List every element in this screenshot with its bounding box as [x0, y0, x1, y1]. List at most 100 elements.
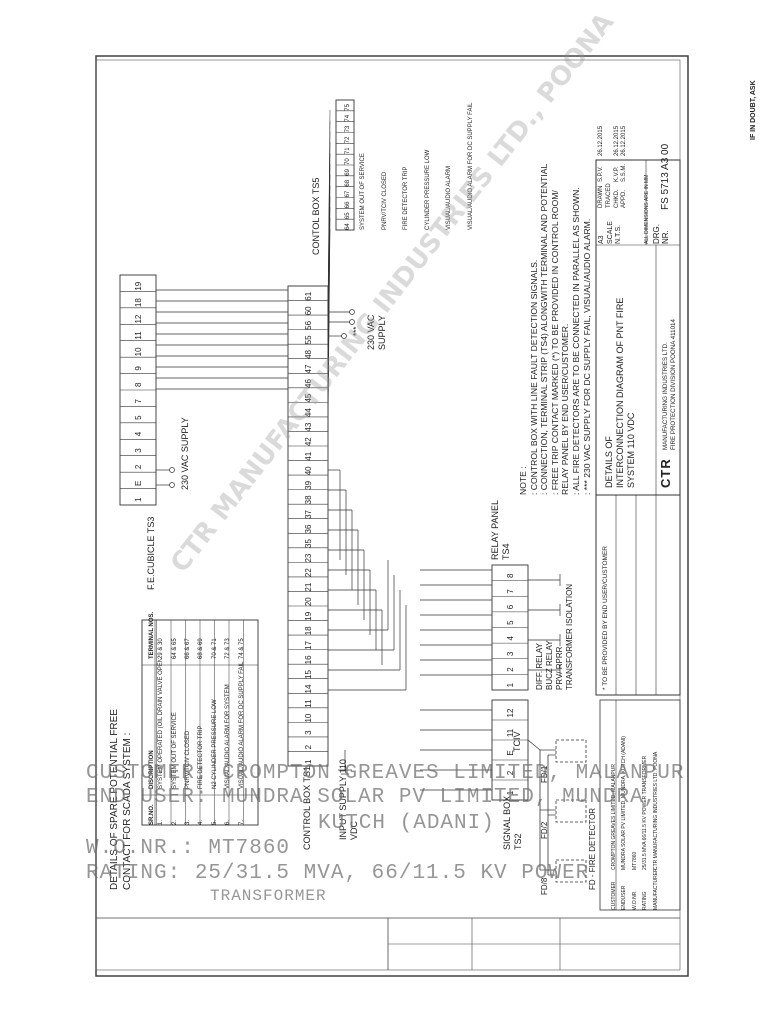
ts1-terminal: 11: [304, 699, 313, 708]
note-line: : CONTROL BOX WITH LINE FAULT DETECTION …: [528, 259, 539, 495]
ts5-terminal: 64: [345, 223, 351, 230]
watermark-line2: END USER: MUNDRA SOLAR PV LIMITED, MUNDR…: [86, 786, 658, 809]
ts1-terminal: 46: [304, 379, 313, 388]
ts1-terminal: 42: [304, 437, 313, 446]
ts3-terminal: 8: [134, 382, 143, 387]
info-key: RATING: [642, 891, 649, 910]
notes-block: NOTE :: CONTROL BOX WITH LINE FAULT DETE…: [518, 164, 592, 495]
ts1-terminal: 48: [304, 349, 313, 358]
ts4-terminal: 3: [506, 651, 515, 656]
ts3-terminal: 3: [134, 448, 143, 453]
ts1-terminal: 22: [304, 568, 313, 577]
title-block-frame: [595, 159, 681, 911]
ts1-terminal: 21: [304, 582, 313, 591]
ts1-terminal: 40: [304, 466, 313, 475]
watermark-line6: TRANSFORMER: [210, 887, 327, 905]
ts1-terminal: 43: [304, 422, 313, 431]
ts1-terminal: 10: [304, 713, 313, 722]
ts3-terminal: 12: [134, 314, 143, 323]
info-key: CUSTOMER: [611, 881, 617, 910]
note-line: : *** 230 VAC SUPPLY FOR DC SUPPLY FAIL,…: [581, 218, 592, 495]
ts1-terminal: 17: [304, 640, 313, 649]
ts1-terminal: 36: [304, 524, 313, 533]
ts1-terminal: 2: [304, 744, 313, 749]
supply-symbols: [156, 309, 355, 775]
relay-caption: PRV/ RPRR: [555, 646, 564, 690]
control-box-ts1-strip: 1231011141516171819202122233536373839404…: [287, 285, 329, 767]
ts5-terminal: 68: [345, 179, 351, 186]
ts1-terminal: 3: [304, 730, 313, 735]
ts3-terminal: 2: [134, 464, 143, 469]
company-logo: CTR: [658, 458, 673, 488]
spare-table-cell: 64 & 65: [171, 638, 178, 659]
spare-table-header-cell: TERMINAL NOS.: [149, 611, 155, 659]
note-line: : FREE TRIP CONTACT MARKED (*) TO BE PRO…: [549, 190, 560, 495]
ts4-terminal: 5: [506, 620, 515, 625]
ts1-terminal: 47: [304, 364, 313, 373]
ts5-description: CYLINDER PRESSURE LOW: [424, 149, 431, 230]
ts1-terminal: 38: [304, 495, 313, 504]
signature-cell: 26.12.2015: [613, 125, 620, 156]
ts4-terminal: 1: [506, 682, 515, 687]
ts2-terminal: 12: [506, 708, 515, 717]
ts5-terminal: 70: [345, 158, 351, 165]
ts3-terminal: 10: [134, 347, 143, 356]
ts5-description: FIRE DETECTOR TRIP: [403, 166, 410, 230]
ts2-terminal: E: [506, 750, 515, 755]
ts5-description: PNRV/TCIV CLOSED: [381, 171, 388, 230]
ts1-terminal: 35: [304, 539, 313, 548]
ts5-description: [369, 103, 380, 230]
ts1-terminal: 45: [304, 393, 313, 402]
drg-number: FS 5713 A3 00: [660, 143, 671, 210]
fe-cubicle-label: F.E.CUBICLE TS3: [146, 516, 156, 590]
ts5-terminal: 75: [345, 103, 351, 110]
ts5-terminal: 73: [345, 125, 351, 132]
info-key: W.O.NR.: [631, 890, 638, 910]
ts5-description: [390, 103, 401, 230]
ts1-terminal: 15: [304, 669, 313, 678]
ts5-description: [412, 103, 423, 230]
details-line3: SYSTEM 110 VDC: [626, 412, 636, 488]
info-key: MANUFACTURER: [652, 868, 659, 910]
ts5-terminal: 72: [345, 136, 351, 143]
signature-cell: 26.12.2015: [621, 125, 628, 156]
ts4-terminal: 2: [506, 667, 515, 672]
ts4-terminal: 7: [506, 589, 515, 594]
ts1-terminal: 60: [304, 306, 313, 315]
watermark-line5: RATING: 25/31.5 MVA, 66/11.5 KV POWER: [86, 862, 590, 885]
ts1-terminal: 19: [304, 611, 313, 620]
spare-table-cell: 70 & 71: [211, 638, 218, 659]
watermark-line1: CUSTOMER: CROMPTON GREAVES LIMITED, MALA…: [86, 762, 685, 785]
spare-table-cell: 66 & 67: [185, 638, 192, 659]
ts5-terminal: 71: [345, 147, 351, 154]
details-title: DETAILS OF: [604, 436, 614, 488]
sheet-size: A3: [598, 235, 605, 244]
ts1-terminal: 37: [304, 509, 313, 518]
signature-cell: CHKD.: [613, 189, 620, 208]
ts3-terminal: 18: [134, 298, 143, 307]
ts1-terminal: 14: [304, 684, 313, 693]
ts3-terminal: 4: [134, 431, 143, 436]
watermark-line3: KUTCH (ADANI): [318, 812, 495, 835]
ts1-terminal: 16: [304, 655, 313, 664]
spare-contact-table-frame: [141, 619, 259, 826]
dimension-note: ALL DIMENSIONS ARE IN MM: [644, 174, 650, 244]
notes-title: NOTE :: [518, 466, 528, 495]
ts1-terminal: 55: [304, 335, 313, 344]
note-line: : CONNECTION, TERMINAL STRIP (TS4) ALONG…: [539, 163, 550, 495]
ts5-terminal: 74: [345, 114, 351, 121]
info-key: ENDUSER: [621, 885, 628, 910]
fire-detectors: [527, 739, 587, 883]
ts1-terminal: 20: [304, 597, 313, 606]
signature-cell: APPD.: [621, 189, 628, 208]
ts3-terminal: 9: [134, 366, 143, 371]
company-line2: FIRE PROTECTION DIVISION POONA 411014: [670, 319, 677, 450]
ts1-terminal: 39: [304, 480, 313, 489]
signature-row: DRAWNS.P.V.26.12.2015: [598, 120, 606, 208]
provided-note: * TO BE PROVIDED BY END USER/CUSTOMER: [602, 546, 609, 690]
